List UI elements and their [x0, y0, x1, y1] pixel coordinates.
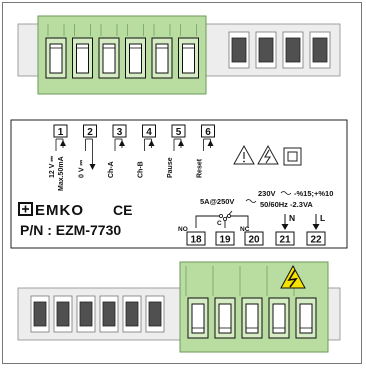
- connector-pin: [122, 295, 142, 333]
- double-insulation-icon: [283, 147, 302, 166]
- terminal-screw: [72, 24, 93, 79]
- terminal-number: 22: [310, 235, 322, 246]
- top-connector: [17, 15, 341, 95]
- terminal-number: 3: [117, 127, 123, 138]
- terminal-18: 18: [186, 231, 206, 246]
- terminal-number: 21: [279, 235, 291, 246]
- terminal-1: 1 12 V ⎓Max.50mA: [49, 124, 68, 191]
- terminal-screw: [45, 24, 67, 79]
- terminal-label: Reset: [197, 158, 204, 178]
- connector-pin: [145, 295, 165, 333]
- terminal-label: 12 V ⎓: [49, 156, 56, 178]
- terminal-label: Ch-A: [108, 161, 115, 178]
- terminal-3: 3Ch-A: [108, 124, 127, 178]
- terminal-number: 1: [58, 127, 64, 138]
- neutral-label: N: [289, 213, 295, 223]
- terminal-number: 18: [190, 235, 202, 246]
- connector-pin: [309, 31, 331, 69]
- power-supply-section: 230V -%15;+%10 50/60Hz -2.3VA N L: [258, 189, 333, 230]
- terminal-label: 0 V ⎓: [79, 160, 86, 178]
- high-voltage-warning-icon: [280, 264, 306, 289]
- terminal-screw: [293, 266, 317, 339]
- terminal-4: 4Ch-B: [138, 124, 156, 178]
- warning-triangle-icon: [233, 144, 255, 165]
- terminal-22: 22: [306, 231, 326, 246]
- terminal-screw: [98, 24, 120, 79]
- relay-c-label: C: [217, 220, 222, 227]
- connector-pin: [99, 295, 119, 333]
- terminal-20: 20: [244, 231, 264, 246]
- terminal-21: 21: [275, 231, 295, 246]
- terminal-number: 5: [176, 127, 182, 138]
- connector-pin: [228, 31, 250, 69]
- ce-mark: CE: [113, 202, 132, 218]
- relay-nc-label: NC: [240, 226, 250, 233]
- terminal-screw: [266, 266, 290, 339]
- terminal-label: Pause: [167, 157, 174, 178]
- terminal-screw: [239, 266, 263, 339]
- emko-logo: EMKO: [18, 202, 84, 219]
- supply-tolerance: -%15;+%10: [294, 189, 333, 198]
- terminal-19: 19: [215, 231, 235, 246]
- connector-pin: [282, 31, 304, 69]
- terminal-screw: [125, 24, 146, 79]
- bottom-connector: [17, 261, 341, 353]
- terminal-label: Ch-B: [138, 161, 145, 178]
- terminal-number: 4: [146, 127, 152, 138]
- terminal-screw: [212, 266, 236, 339]
- part-number: P/N : EZM-7730: [20, 222, 121, 238]
- supply-frequency: 50/60Hz -2.3VA: [260, 200, 313, 209]
- ac-symbol-icon: [245, 199, 257, 203]
- terminal-number: 2: [87, 127, 93, 138]
- relay-rating: 5A@250V: [200, 197, 234, 206]
- relay-section: 5A@250V NO C NC: [178, 197, 257, 233]
- terminal-screw: [151, 24, 173, 79]
- diagram-frame: [2, 2, 362, 364]
- terminal-sublabel: Max.50mA: [58, 156, 65, 191]
- brand-name: EMKO: [35, 202, 84, 219]
- terminal-screw: [178, 24, 199, 79]
- line-label: L: [320, 213, 325, 223]
- terminal-number: 6: [205, 127, 211, 138]
- terminal-2: 2 0 V ⎓: [79, 124, 97, 178]
- electric-shock-icon: [257, 144, 279, 165]
- connector-pin: [30, 295, 50, 333]
- terminal-number: 19: [219, 235, 231, 246]
- supply-voltage: 230V: [258, 189, 276, 198]
- terminal-number: 20: [248, 235, 260, 246]
- ac-symbol-icon: [280, 191, 292, 195]
- terminal-screw: [185, 266, 209, 339]
- connector-pin: [255, 31, 277, 69]
- connector-pin: [76, 295, 96, 333]
- relay-no-label: NO: [178, 226, 188, 233]
- connector-pin: [53, 295, 73, 333]
